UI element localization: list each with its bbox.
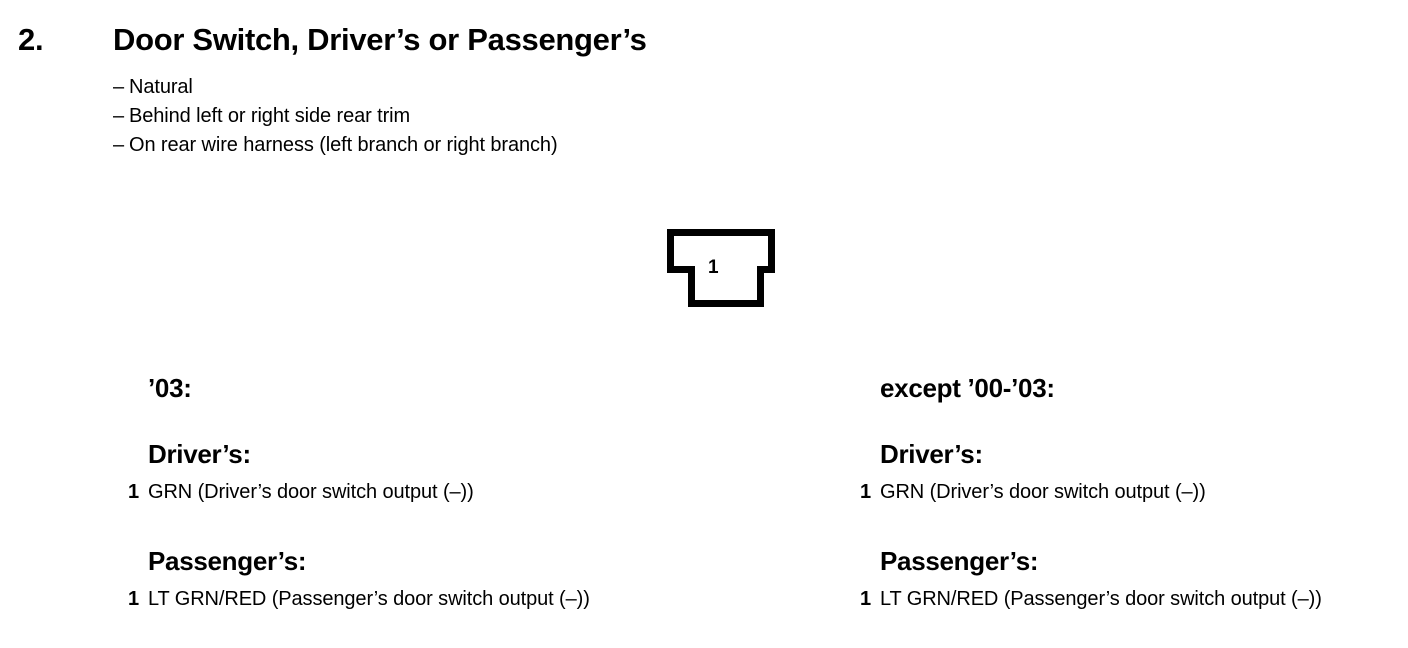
section-number: 2. (18, 22, 44, 57)
pin-row: 1 GRN (Driver’s door switch output (–)) (128, 479, 708, 505)
pin-description: LT GRN/RED (Passenger’s door switch outp… (880, 588, 1322, 610)
pin-group-passenger: Passenger’s: 1 LT GRN/RED (Passenger’s d… (128, 545, 708, 612)
pin-number: 1 (128, 481, 140, 503)
pin-description: LT GRN/RED (Passenger’s door switch outp… (148, 588, 590, 610)
dash-bullet-icon: – (113, 76, 125, 98)
list-item-label: On rear wire harness (left branch or rig… (129, 134, 558, 156)
pin-group-driver: Driver’s: 1 GRN (Driver’s door switch ou… (128, 438, 708, 505)
variant-label: ’03: (148, 373, 192, 403)
list-item: – Behind left or right side rear trim (113, 102, 913, 131)
pin-group-passenger: Passenger’s: 1 LT GRN/RED (Passenger’s d… (860, 545, 1408, 612)
group-title: Driver’s: (148, 439, 251, 469)
pin-group-driver: Driver’s: 1 GRN (Driver’s door switch ou… (860, 438, 1408, 505)
pinout-column-right: except ’00-’03: Driver’s: 1 GRN (Driver’… (860, 372, 1408, 612)
connector-pin-label: 1 (708, 257, 719, 278)
group-title: Passenger’s: (148, 546, 307, 576)
list-item-label: Behind left or right side rear trim (129, 105, 411, 127)
group-title: Passenger’s: (880, 546, 1039, 576)
pin-row: 1 LT GRN/RED (Passenger’s door switch ou… (860, 586, 1408, 612)
dash-bullet-icon: – (113, 105, 125, 127)
list-item: – Natural (113, 73, 913, 102)
pin-description: GRN (Driver’s door switch output (–)) (148, 481, 474, 503)
pin-number: 1 (860, 588, 872, 610)
variant-label: except ’00-’03: (880, 373, 1055, 403)
dash-bullet-icon: – (113, 134, 125, 156)
attribute-list: – Natural – Behind left or right side re… (113, 73, 913, 160)
list-item-label: Natural (129, 76, 193, 98)
pinout-column-left: ’03: Driver’s: 1 GRN (Driver’s door swit… (128, 372, 708, 612)
pin-row: 1 LT GRN/RED (Passenger’s door switch ou… (128, 586, 708, 612)
connector-diagram: 1 (667, 229, 775, 307)
group-title: Driver’s: (880, 439, 983, 469)
page-title: Door Switch, Driver’s or Passenger’s (113, 22, 647, 57)
section-heading: 2. Door Switch, Driver’s or Passenger’s (18, 20, 918, 64)
pin-number: 1 (128, 588, 140, 610)
pin-row: 1 GRN (Driver’s door switch output (–)) (860, 479, 1408, 505)
t-connector-icon (667, 229, 775, 307)
list-item: – On rear wire harness (left branch or r… (113, 131, 913, 160)
pin-description: GRN (Driver’s door switch output (–)) (880, 481, 1206, 503)
pin-number: 1 (860, 481, 872, 503)
